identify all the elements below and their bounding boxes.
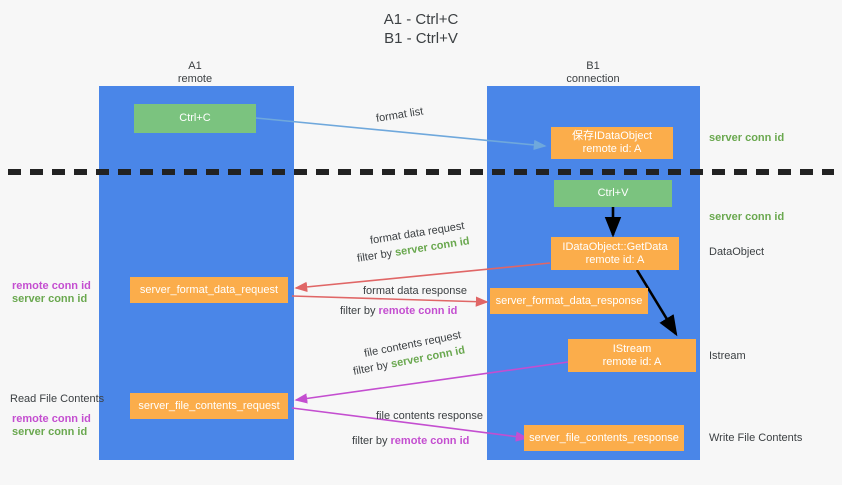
- box-ctrl-v[interactable]: Ctrl+V: [554, 180, 672, 207]
- label-remote-conn-id-2: remote conn id: [12, 413, 91, 425]
- column-header-b1: B1 connection: [493, 60, 693, 86]
- title-line-1: A1 - Ctrl+C: [383, 11, 459, 28]
- label-write-file-contents: Write File Contents: [709, 432, 803, 444]
- column-header-a1: A1 remote: [95, 60, 295, 86]
- box-ctrl-c[interactable]: Ctrl+C: [134, 104, 256, 133]
- box-ctrl-c-label: Ctrl+C: [179, 112, 211, 124]
- label-server-conn-id-2: server conn id: [12, 426, 88, 438]
- box-getdata-line1: IDataObject::GetData: [562, 240, 668, 253]
- box-idataobject-getdata[interactable]: IDataObject::GetData remote id: A: [551, 237, 679, 270]
- label-dataobject: DataObject: [709, 246, 765, 258]
- box-save-idataobject-line2: remote id: A: [582, 143, 642, 155]
- filter-value-2: remote conn id: [378, 305, 458, 317]
- box-istream-line2: remote id: A: [602, 355, 662, 368]
- label-remote-conn-id-1: remote conn id: [12, 280, 91, 292]
- box-getdata-line2: remote id: A: [585, 253, 645, 266]
- edge-label-file-contents-response: file contents response: [376, 410, 484, 422]
- label-read-file-contents: Read File Contents: [10, 393, 105, 405]
- filter-prefix-4: filter by: [352, 435, 391, 447]
- label-server-conn-id-1: server conn id: [12, 293, 88, 305]
- edge-label-filter-by-remote-conn-id-1: filter by remote conn id: [340, 304, 457, 319]
- box-server-format-data-request[interactable]: server_format_data_request: [130, 277, 288, 303]
- box-server-format-data-response[interactable]: server_format_data_response: [490, 288, 648, 314]
- label-server-conn-id-mid: server conn id: [709, 211, 785, 223]
- page-title: A1 - Ctrl+C B1 - Ctrl+V: [0, 10, 842, 48]
- column-b1-sub: connection: [566, 73, 620, 85]
- title-line-2: B1 - Ctrl+V: [384, 30, 458, 47]
- label-server-conn-id-top: server conn id: [709, 132, 785, 144]
- box-istream-line1: IStream: [612, 342, 652, 355]
- edge-label-format-list: format list: [375, 105, 425, 125]
- box-ctrl-v-label: Ctrl+V: [597, 187, 629, 199]
- column-a1-sub: remote: [177, 73, 213, 85]
- box-server-format-data-response-label: server_format_data_response: [495, 294, 643, 307]
- edge-label-filter-by-remote-conn-id-2: filter by remote conn id: [352, 434, 469, 449]
- label-istream: Istream: [709, 350, 746, 362]
- box-server-file-contents-request[interactable]: server_file_contents_request: [130, 393, 288, 419]
- box-istream[interactable]: IStream remote id: A: [568, 339, 696, 372]
- filter-prefix-2: filter by: [340, 305, 379, 317]
- edge-label-format-data-response: format data response: [363, 285, 467, 297]
- box-save-idataobject[interactable]: 保存IDataObject remote id: A: [551, 127, 673, 159]
- filter-prefix-3: filter by: [352, 358, 393, 378]
- box-server-format-data-request-label: server_format_data_request: [139, 283, 279, 296]
- filter-value-4: remote conn id: [390, 435, 470, 447]
- column-b1-name: B1: [586, 60, 600, 72]
- filter-prefix-1: filter by: [356, 246, 397, 265]
- box-server-file-contents-request-label: server_file_contents_request: [138, 399, 280, 412]
- column-a1-name: A1: [188, 60, 202, 72]
- box-save-idataobject-line1: 保存IDataObject: [571, 130, 653, 142]
- box-server-file-contents-response-label: server_file_contents_response: [529, 431, 679, 444]
- box-server-file-contents-response[interactable]: server_file_contents_response: [524, 425, 684, 451]
